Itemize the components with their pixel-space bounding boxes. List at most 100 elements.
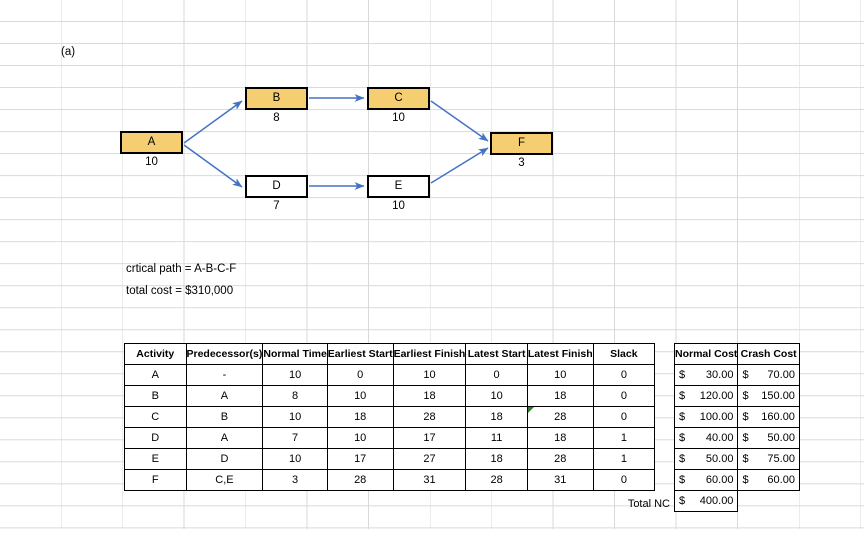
cost-row[interactable]: $100.00 $160.00 (673, 406, 800, 428)
network-node-b[interactable]: B (245, 87, 308, 110)
network-node-c[interactable]: C (367, 87, 430, 110)
cell-slack[interactable]: 1 (592, 427, 656, 449)
cost-row[interactable]: $60.00 $60.00 (673, 469, 800, 491)
node-f-duration: 3 (518, 157, 525, 169)
cell-normal-time[interactable]: 3 (262, 469, 328, 491)
cell-predecessors[interactable]: B (185, 406, 264, 428)
cell-slack[interactable]: 0 (592, 406, 656, 428)
cell-latest-start[interactable]: 0 (465, 364, 528, 386)
cell-normal-time[interactable]: 10 (262, 448, 328, 470)
cell-activity[interactable]: A (124, 364, 187, 386)
cell-normal-time[interactable]: 7 (262, 427, 328, 449)
cell-normal-cost[interactable]: $30.00 (673, 364, 739, 386)
cell-slack[interactable]: 0 (592, 385, 656, 407)
cell-crash-cost[interactable]: $70.00 (737, 364, 800, 386)
cell-earliest-start[interactable]: 17 (326, 448, 394, 470)
cell-activity[interactable]: F (124, 469, 187, 491)
edge-e-to-f (430, 147, 489, 184)
cell-crash-cost[interactable]: $150.00 (737, 385, 800, 407)
network-node-f[interactable]: F (490, 132, 553, 155)
critical-path-annotation: crtical path = A-B-C-F (126, 263, 237, 275)
cell-latest-start[interactable]: 18 (465, 406, 528, 428)
cell-earliest-start[interactable]: 0 (326, 364, 394, 386)
cell-normal-cost[interactable]: $100.00 (673, 406, 739, 428)
normal-cost-value: 60.00 (705, 474, 734, 486)
cell-predecessors[interactable]: A (185, 427, 264, 449)
cell-latest-start[interactable]: 18 (465, 448, 528, 470)
cell-normal-cost[interactable]: $60.00 (673, 469, 739, 491)
normal-cost-value: 30.00 (705, 369, 734, 381)
currency-symbol: $ (679, 453, 686, 465)
crash-cost-value: 70.00 (767, 369, 795, 381)
crash-cost-value: 150.00 (761, 390, 795, 402)
cell-latest-start[interactable]: 11 (465, 427, 528, 449)
cell-total-normal-cost[interactable]: $400.00 (673, 490, 739, 512)
cell-latest-finish[interactable]: 18 (526, 427, 594, 449)
node-d-duration: 7 (273, 200, 280, 212)
cell-earliest-start[interactable]: 10 (326, 427, 394, 449)
col-header-slack: Slack (592, 343, 656, 365)
table-row[interactable]: C B 10 18 28 18 28 0 (124, 406, 656, 428)
cell-slack[interactable]: 0 (592, 469, 656, 491)
cell-normal-cost[interactable]: $40.00 (673, 427, 739, 449)
project-network-diagram: A 10 B 8 C 10 D 7 E 10 F 3 (120, 87, 553, 212)
cell-earliest-finish[interactable]: 10 (392, 364, 467, 386)
cell-crash-cost[interactable]: $60.00 (737, 469, 800, 491)
cell-earliest-finish[interactable]: 28 (392, 406, 467, 428)
table-row[interactable]: F C,E 3 28 31 28 31 0 (124, 469, 656, 491)
cell-earliest-finish[interactable]: 31 (392, 469, 467, 491)
cell-latest-finish[interactable]: 31 (526, 469, 594, 491)
node-c-label: C (394, 91, 403, 104)
cell-latest-start[interactable]: 28 (465, 469, 528, 491)
cost-total-row[interactable]: $400.00 (673, 490, 800, 512)
cell-normal-time[interactable]: 10 (262, 364, 328, 386)
cell-activity[interactable]: B (124, 385, 187, 407)
node-a-duration: 10 (145, 156, 158, 168)
cell-slack[interactable]: 0 (592, 364, 656, 386)
cost-row[interactable]: $40.00 $50.00 (673, 427, 800, 449)
cell-predecessors[interactable]: A (185, 385, 264, 407)
cell-latest-finish[interactable]: 28 (526, 448, 594, 470)
cell-slack[interactable]: 1 (592, 448, 656, 470)
cell-predecessors[interactable]: D (185, 448, 264, 470)
cell-crash-cost[interactable]: $50.00 (737, 427, 800, 449)
cell-normal-time[interactable]: 10 (262, 406, 328, 428)
cell-normal-cost[interactable]: $50.00 (673, 448, 739, 470)
cell-latest-finish[interactable]: 28 (526, 406, 594, 428)
cell-predecessors[interactable]: - (185, 364, 264, 386)
cell-earliest-finish[interactable]: 18 (392, 385, 467, 407)
col-header-latest-finish: Latest Finish (526, 343, 594, 365)
cell-earliest-finish[interactable]: 17 (392, 427, 467, 449)
cell-earliest-finish[interactable]: 27 (392, 448, 467, 470)
cell-activity[interactable]: D (124, 427, 187, 449)
network-node-d[interactable]: D (245, 175, 308, 198)
cell-activity[interactable]: E (124, 448, 187, 470)
table-row[interactable]: B A 8 10 18 10 18 0 (124, 385, 656, 407)
cell-latest-start[interactable]: 10 (465, 385, 528, 407)
cell-activity[interactable]: C (124, 406, 187, 428)
cell-crash-cost[interactable]: $160.00 (737, 406, 800, 428)
currency-symbol: $ (679, 369, 686, 381)
cell-earliest-start[interactable]: 18 (326, 406, 394, 428)
currency-symbol: $ (679, 495, 686, 507)
table-row[interactable]: E D 10 17 27 18 28 1 (124, 448, 656, 470)
node-e-duration: 10 (392, 200, 405, 212)
cost-row[interactable]: $30.00 $70.00 (673, 364, 800, 386)
col-header-earliest-finish: Earliest Finish (392, 343, 467, 365)
cell-latest-finish[interactable]: 18 (526, 385, 594, 407)
network-node-e[interactable]: E (367, 175, 430, 198)
total-normal-cost-value: 400.00 (699, 495, 734, 507)
cell-crash-cost[interactable]: $75.00 (737, 448, 800, 470)
cell-normal-time[interactable]: 8 (262, 385, 328, 407)
diagram-arrows-layer (183, 94, 489, 190)
cost-row[interactable]: $50.00 $75.00 (673, 448, 800, 470)
cell-predecessors[interactable]: C,E (185, 469, 264, 491)
cell-latest-finish[interactable]: 10 (526, 364, 594, 386)
cost-row[interactable]: $120.00 $150.00 (673, 385, 800, 407)
cell-earliest-start[interactable]: 10 (326, 385, 394, 407)
cell-normal-cost[interactable]: $120.00 (673, 385, 739, 407)
table-row[interactable]: A - 10 0 10 0 10 0 (124, 364, 656, 386)
network-node-a[interactable]: A (120, 131, 183, 154)
table-row[interactable]: D A 7 10 17 11 18 1 (124, 427, 656, 449)
cell-earliest-start[interactable]: 28 (326, 469, 394, 491)
